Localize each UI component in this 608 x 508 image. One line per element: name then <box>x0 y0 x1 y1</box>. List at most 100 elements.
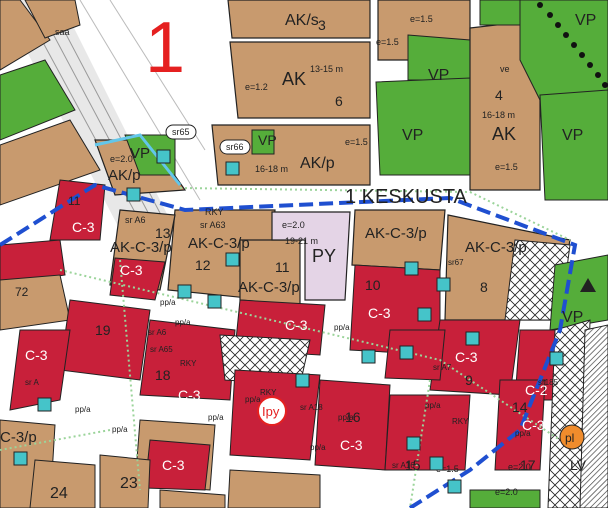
label-block72: 72 <box>15 285 29 299</box>
block-left-mid[interactable] <box>0 119 101 206</box>
block-72[interactable] <box>0 274 71 331</box>
district-name: 1 KESKUSTA <box>345 186 468 208</box>
label-rky-d: RKY <box>260 388 277 397</box>
district-boundary-light <box>94 133 182 186</box>
district-boundary <box>0 182 578 508</box>
label-block14: 14 <box>512 399 528 415</box>
label-block15: 15 <box>405 457 421 473</box>
label-block10: 10 <box>365 277 381 293</box>
block-13-red[interactable] <box>109 257 166 301</box>
label-height-16-18: 16-18 m <box>482 110 515 120</box>
label-ppa-7: pp/a <box>310 443 326 452</box>
block-19-left[interactable] <box>9 329 71 411</box>
block-24[interactable] <box>29 459 96 508</box>
rail-strip-right <box>579 324 608 508</box>
label-c3-23: C-3 <box>162 457 185 473</box>
ipy-circle[interactable] <box>257 396 287 426</box>
label-block19: 19 <box>95 322 111 338</box>
block-top-left-a[interactable] <box>0 0 51 71</box>
block-11-left[interactable] <box>49 179 106 241</box>
label-sr-a65: sr A65 <box>150 345 173 354</box>
label-block11: 11 <box>68 194 81 208</box>
park-top-left[interactable] <box>0 59 76 141</box>
label-akc3p-c: AK-C-3/p <box>238 279 300 296</box>
label-py: PY <box>312 246 336 266</box>
block-bottom-c <box>159 489 226 508</box>
label-pp-a-4: pp/a <box>75 405 91 414</box>
label-boxes <box>165 124 251 155</box>
label-c3-14: C-3 <box>522 417 545 433</box>
label-akp: AK/p <box>300 155 335 172</box>
label-akc3p-b: AK-C-3/p <box>188 235 250 252</box>
label-block18: 18 <box>155 367 171 383</box>
label-c3p-left: C-3/p <box>0 429 37 446</box>
label-block17: 17 <box>520 457 536 473</box>
label-sr-a: sr A <box>25 378 39 387</box>
label-vp-small: VP <box>258 132 277 148</box>
label-block11b: 11 <box>275 259 290 275</box>
label-pp-a-2: pp/a <box>175 318 191 327</box>
label-c3-19: C-3 <box>25 347 48 363</box>
label-block3: 3 <box>318 17 326 33</box>
pl-circle[interactable] <box>559 424 585 450</box>
block-6[interactable] <box>229 41 371 119</box>
label-vp-top-right: VP <box>575 12 596 29</box>
park-top-strip <box>479 0 521 26</box>
label-c3-mid2: C-3 <box>455 349 478 365</box>
block-top-left-b[interactable] <box>24 0 81 39</box>
label-c3-mid: C-3 <box>285 317 308 333</box>
label-c3-18: C-3 <box>178 387 201 403</box>
label-rky-b: RKY <box>180 359 197 368</box>
label-e20-left: e=2.0 <box>110 154 133 164</box>
label-sr67: sr67 <box>448 258 464 267</box>
label-block8: 8 <box>480 279 488 295</box>
label-e15-akp2: e=1.5 <box>345 137 368 147</box>
label-c3-16: C-3 <box>340 437 363 453</box>
label-e20-bottom: e=2.0 <box>495 487 518 497</box>
block-left-red-a[interactable] <box>0 239 66 286</box>
label-ak-height: 13-15 m <box>310 64 343 74</box>
label-py-height: 19-21 m <box>285 236 318 246</box>
block-16[interactable] <box>314 379 391 471</box>
label-sr-a63: sr A63 <box>200 220 226 230</box>
label-c3-10: C-3 <box>368 305 391 321</box>
label-pp-a-6: pp/a <box>515 429 531 438</box>
label-block23: 23 <box>120 475 138 492</box>
block-bottom-d <box>227 469 321 508</box>
label-akp-height: 16-18 m <box>255 164 288 174</box>
hatched-strip-right <box>547 319 591 508</box>
label-ipy: Ipy <box>262 404 280 419</box>
block-akp[interactable] <box>211 124 371 186</box>
label-c3-bottomright: C-2 <box>525 382 548 398</box>
label-ak-s: AK/s <box>285 12 319 29</box>
label-c3-left: C-3 <box>72 219 95 235</box>
district-number: 1 <box>145 8 185 88</box>
label-pp-a-5: pp/a <box>425 401 441 410</box>
triangle-marker-icon <box>580 278 596 292</box>
block-py[interactable] <box>271 211 351 301</box>
block-23[interactable] <box>99 454 151 508</box>
label-vp-left: VP <box>130 145 150 162</box>
block-15[interactable] <box>384 394 471 471</box>
label-pl: pl <box>565 431 574 445</box>
label-block4: 4 <box>495 87 503 103</box>
label-sr-a16: sr A16 <box>392 461 415 470</box>
protected-building-markers <box>13 149 564 494</box>
park-vp-right[interactable] <box>539 89 608 201</box>
label-vp-top: VP <box>428 67 449 84</box>
label-block9: 9 <box>465 372 473 388</box>
label-ak-right: AK <box>492 124 516 144</box>
park-vp-small <box>251 129 275 155</box>
label-c3-12: C-3 <box>120 262 143 278</box>
label-rky-a: RKY <box>205 207 224 217</box>
label-block24: 24 <box>50 485 68 502</box>
label-ve: ve <box>500 64 510 74</box>
label-pp-a-1: pp/a <box>334 323 350 332</box>
block-19[interactable] <box>59 299 151 381</box>
label-sr-185: sr185 <box>538 378 559 387</box>
block-3[interactable] <box>227 0 371 39</box>
label-sr65: sr65 <box>172 127 190 137</box>
block-18[interactable] <box>139 319 236 401</box>
